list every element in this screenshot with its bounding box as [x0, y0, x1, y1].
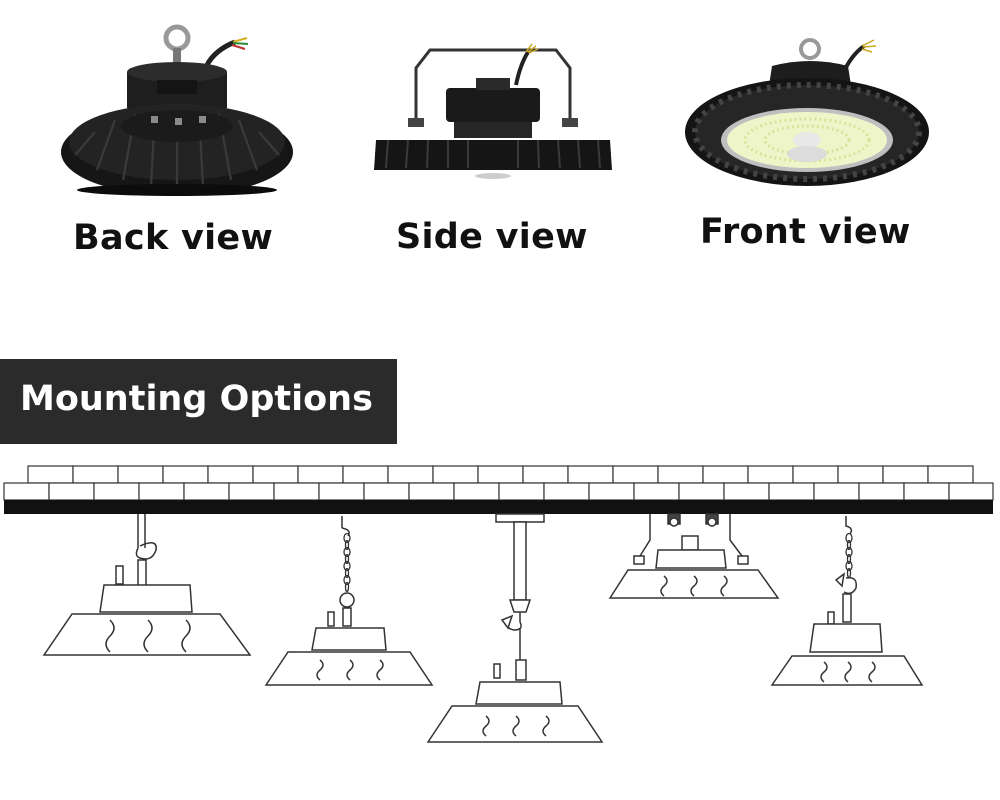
- mounting-options-banner: Mounting Options: [0, 359, 397, 444]
- brick: [117, 465, 164, 484]
- brick: [3, 482, 50, 501]
- chain-link: [343, 532, 351, 544]
- brick: [837, 465, 884, 484]
- brick: [93, 482, 140, 501]
- fixture-chain-mount: [264, 516, 434, 686]
- chain-link: [344, 581, 350, 593]
- mounting-diagram: [3, 465, 994, 743]
- front-view-image: [685, 38, 929, 186]
- brick: [342, 465, 389, 484]
- hanging-ring: [163, 24, 191, 64]
- brick: [858, 482, 905, 501]
- brick: [903, 482, 950, 501]
- brick: [408, 482, 455, 501]
- front-view-label: Front view: [700, 212, 911, 252]
- ceiling-beam: [4, 500, 993, 514]
- brick: [183, 482, 230, 501]
- wire-leads: [204, 37, 249, 67]
- chain-link: [343, 574, 351, 586]
- brick: [477, 465, 524, 484]
- brick: [273, 482, 320, 501]
- side-view-label: Side view: [396, 217, 588, 257]
- brick: [48, 482, 95, 501]
- chain-link: [845, 532, 853, 544]
- back-view-image: [61, 24, 293, 196]
- brick: [498, 482, 545, 501]
- brick: [813, 482, 860, 501]
- brick: [678, 482, 725, 501]
- back-view-label: Back view: [73, 218, 274, 258]
- fixture-chain-hook-mount: [770, 516, 924, 686]
- side-view-image: [374, 43, 612, 179]
- brick: [948, 482, 994, 501]
- brick: [588, 482, 635, 501]
- brick: [27, 465, 74, 484]
- led-panel: [721, 108, 893, 172]
- chain-link: [846, 553, 852, 565]
- brick: [453, 482, 500, 501]
- wire-leads: [514, 43, 539, 86]
- brick: [657, 465, 704, 484]
- brick: [768, 482, 815, 501]
- chain-link: [344, 553, 350, 565]
- brick: [612, 465, 659, 484]
- brick: [543, 482, 590, 501]
- chain-link: [344, 567, 350, 579]
- brick: [387, 465, 434, 484]
- brick: [882, 465, 929, 484]
- brick: [522, 465, 569, 484]
- brick: [792, 465, 839, 484]
- brick: [567, 465, 614, 484]
- hanging-ring: [799, 38, 821, 60]
- brick: [723, 482, 770, 501]
- brick: [138, 482, 185, 501]
- brick: [162, 465, 209, 484]
- chain-link: [846, 539, 852, 551]
- mounting-bracket: [408, 48, 578, 127]
- brick: [207, 465, 254, 484]
- brick: [297, 465, 344, 484]
- brick: [318, 482, 365, 501]
- mounting-options-title: Mounting Options: [20, 379, 373, 419]
- chain-link: [343, 546, 351, 558]
- brick: [72, 465, 119, 484]
- brick: [252, 465, 299, 484]
- fixture-pendant-mount: [426, 513, 604, 743]
- chain-link: [343, 560, 351, 572]
- brick: [432, 465, 479, 484]
- chain-link: [845, 546, 853, 558]
- brick: [363, 482, 410, 501]
- ceiling-bricks: [3, 465, 994, 501]
- brick: [228, 482, 275, 501]
- brick: [927, 465, 974, 484]
- chain-link: [845, 560, 853, 572]
- brick: [747, 465, 794, 484]
- heatsink-fins: [61, 104, 293, 196]
- chain-link: [344, 539, 350, 551]
- heatsink-fins: [374, 139, 612, 170]
- brick: [633, 482, 680, 501]
- fixture-bracket-mount: [608, 513, 780, 599]
- fixture-hook-mount: [42, 514, 252, 656]
- brick: [702, 465, 749, 484]
